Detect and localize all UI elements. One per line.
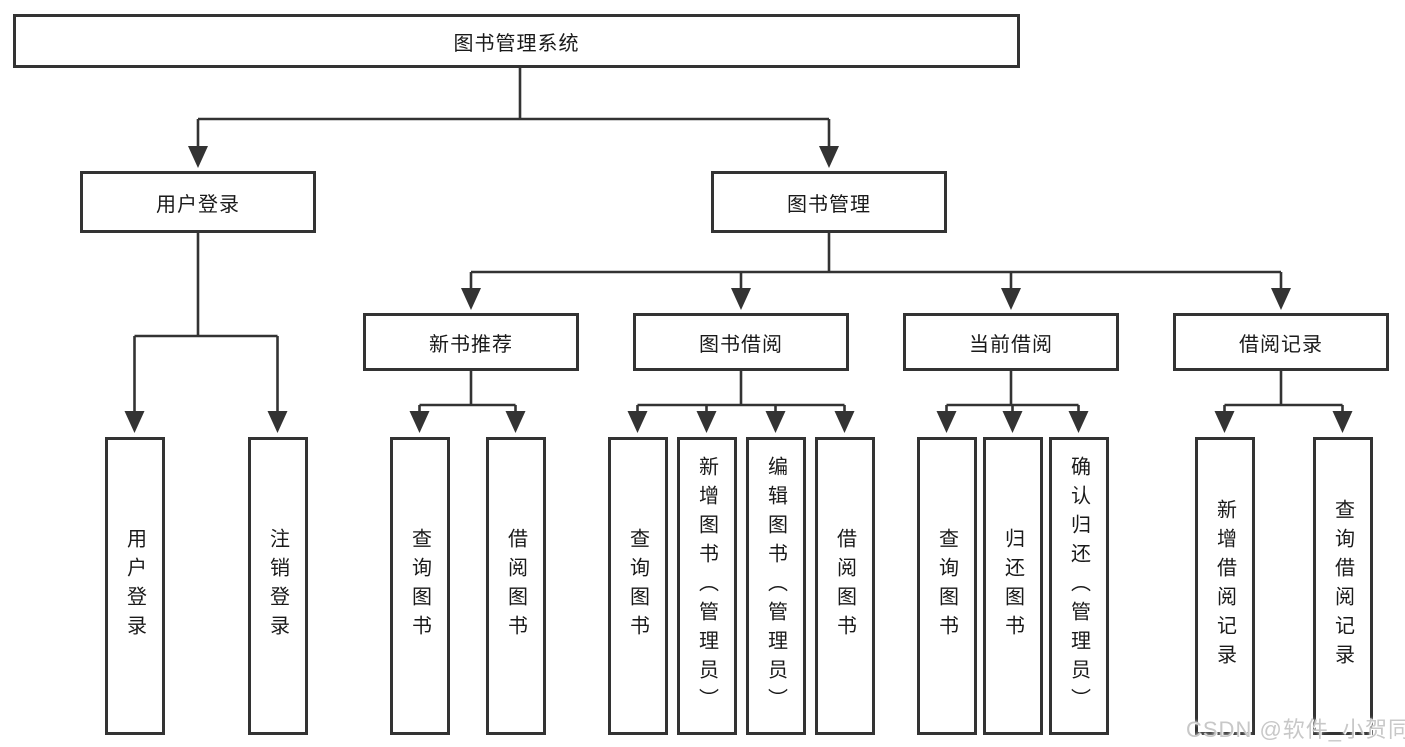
leaf-label: 确认归还（管理员）	[1067, 455, 1090, 717]
leaf-label: 归还图书	[1001, 528, 1024, 644]
leaf-label: 新增借阅记录	[1213, 499, 1236, 673]
leaf-br-add-record: 新增借阅记录	[1194, 437, 1255, 735]
leaf-bb-borrow-books: 借阅图书	[814, 437, 875, 735]
node-user-login: 用户登录	[80, 171, 316, 233]
leaf-label: 查询借阅记录	[1331, 499, 1354, 673]
leaf-label: 编辑图书（管理员）	[764, 455, 787, 717]
leaf-bb-add-books-admin: 新增图书（管理员）	[676, 437, 737, 735]
leaf-user-login: 用户登录	[104, 437, 165, 735]
node-library-management-system: 图书管理系统	[13, 14, 1020, 68]
leaf-label: 注销登录	[266, 528, 289, 644]
leaf-bb-edit-books-admin: 编辑图书（管理员）	[745, 437, 806, 735]
node-new-book-recommendation: 新书推荐	[363, 313, 579, 371]
leaf-label: 借阅图书	[504, 528, 527, 644]
leaf-label: 借阅图书	[833, 528, 856, 644]
node-current-borrowing: 当前借阅	[903, 313, 1119, 371]
leaf-label: 查询图书	[626, 528, 649, 644]
leaf-label: 查询图书	[935, 528, 958, 644]
csdn-watermark: CSDN @软件_小贺同学	[1186, 717, 1405, 742]
leaf-br-query-record: 查询借阅记录	[1312, 437, 1373, 735]
leaf-cb-confirm-return-admin: 确认归还（管理员）	[1048, 437, 1109, 735]
leaf-bb-query-books: 查询图书	[607, 437, 668, 735]
node-book-borrowing: 图书借阅	[633, 313, 849, 371]
leaf-logout: 注销登录	[247, 437, 308, 735]
leaf-nbr-borrow-books: 借阅图书	[485, 437, 546, 735]
leaf-cb-query-books: 查询图书	[916, 437, 977, 735]
leaf-cb-return-books: 归还图书	[982, 437, 1043, 735]
leaf-label: 用户登录	[123, 528, 146, 644]
leaf-label: 查询图书	[408, 528, 431, 644]
node-borrowing-records: 借阅记录	[1173, 313, 1389, 371]
leaf-nbr-query-books: 查询图书	[389, 437, 450, 735]
leaf-label: 新增图书（管理员）	[695, 455, 718, 717]
node-book-management: 图书管理	[711, 171, 947, 233]
